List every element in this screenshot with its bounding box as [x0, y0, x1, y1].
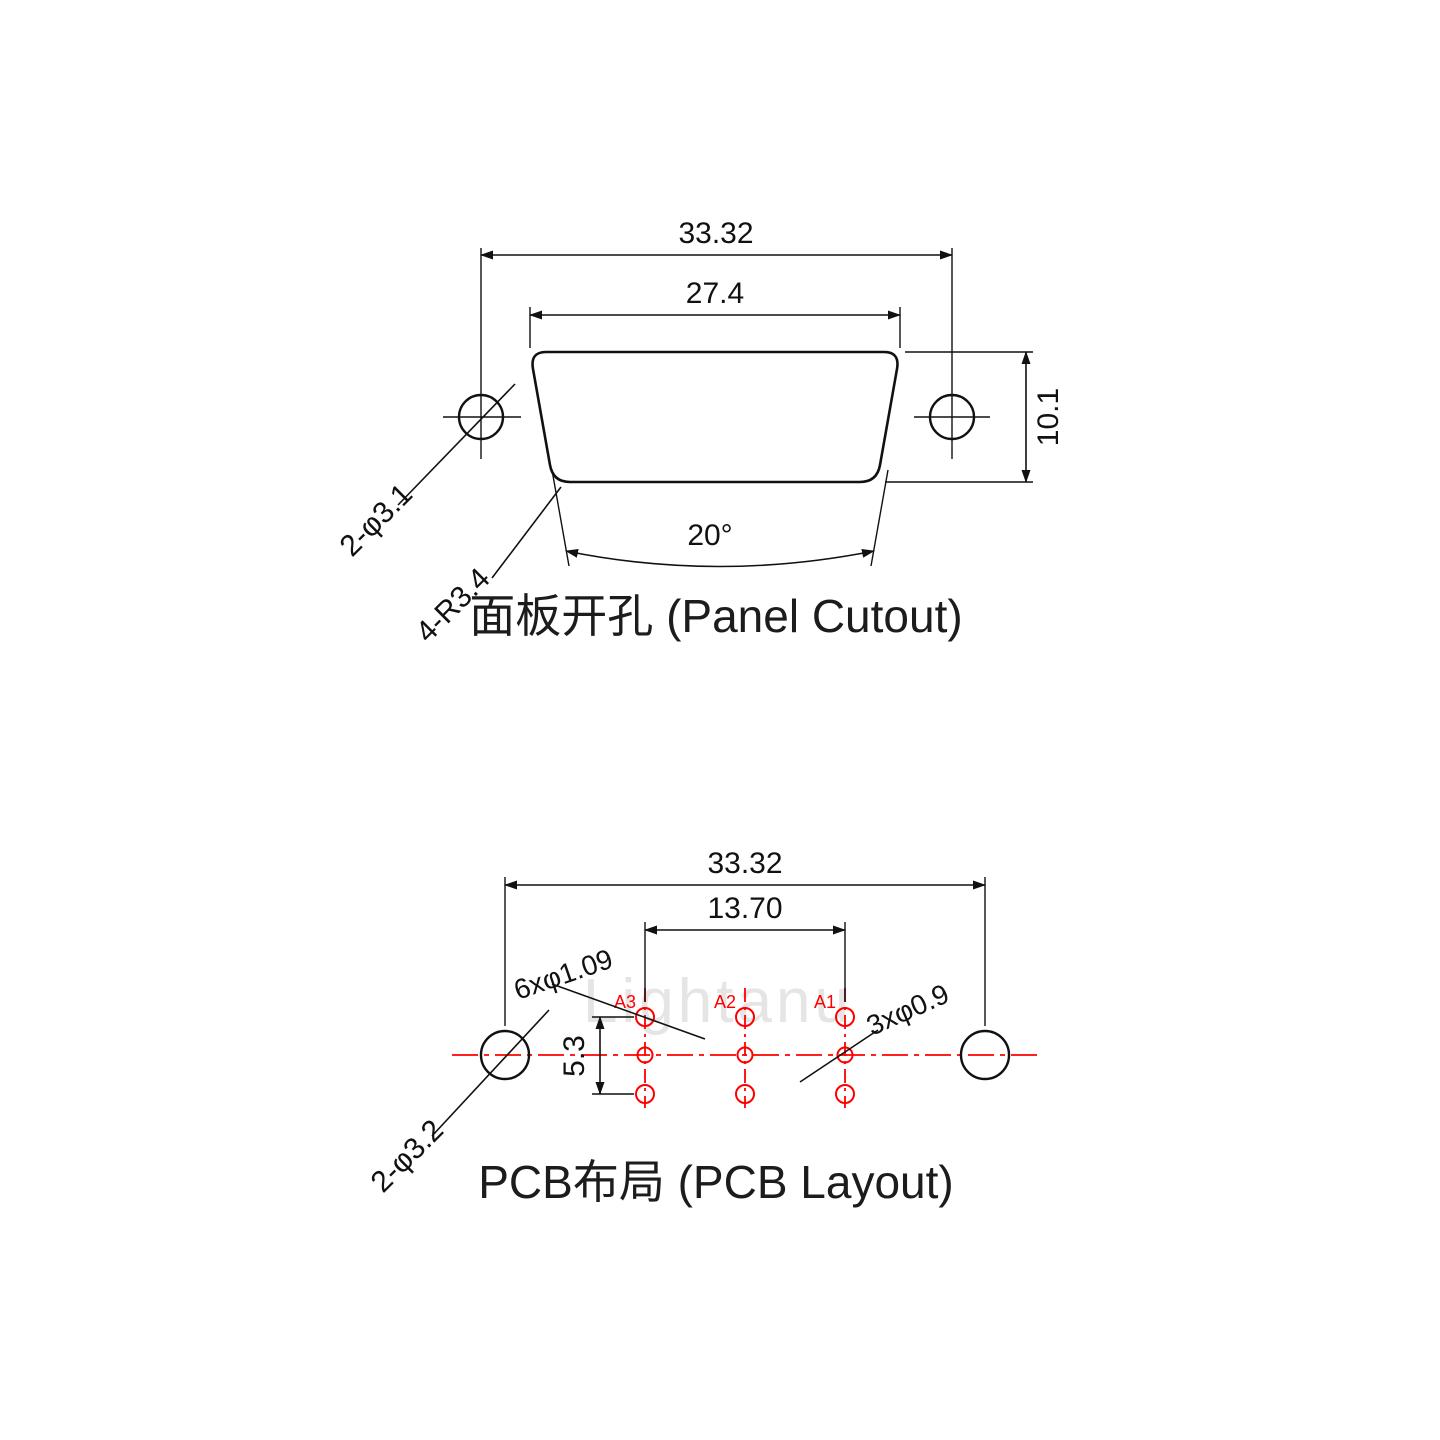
pin-hole-top: [835, 1007, 855, 1027]
pin-hole-top: [635, 1007, 655, 1027]
dsub-cutout-outline: [531, 350, 899, 484]
panel-leader-mount-holes: 2-φ3.1: [334, 383, 516, 563]
leader-line: [431, 1009, 550, 1137]
panel-dim-outer-width: 33.32: [480, 217, 953, 459]
panel-dim-inner-width: 27.4: [529, 277, 901, 348]
angle-arc: [565, 548, 875, 568]
panel-cutout-drawing: 33.32 27.4 10.1 20° 2-φ3.1: [334, 217, 1065, 649]
dim-value-row-pitch: 5.3: [558, 1035, 591, 1077]
pin-hole-bottom: [835, 1084, 855, 1104]
panel-cutout-title: 面板开孔 (Panel Cutout): [469, 590, 962, 642]
watermark-text: Lightanu: [583, 967, 853, 1036]
pin-label-a1: A1: [814, 992, 836, 1012]
pcb-dim-row-pitch: 5.3: [558, 1016, 634, 1095]
label-mount-holes: 2-φ3.1: [334, 478, 419, 563]
pin-hole-middle: [736, 1046, 754, 1064]
pin-group-a3: A3: [614, 988, 655, 1108]
pin-hole-middle: [836, 1046, 854, 1064]
leader-line: [491, 486, 562, 579]
dim-value-inner-width: 27.4: [686, 277, 744, 310]
leader-line: [397, 383, 516, 506]
label-center-holes: 3xφ0.9: [862, 978, 954, 1042]
label-mount-holes: 2-φ3.2: [365, 1114, 450, 1199]
pin-group-a2: A2: [714, 988, 755, 1108]
dim-value-angle: 20°: [687, 519, 732, 552]
pin-hole-middle: [636, 1046, 654, 1064]
pin-hole-bottom: [735, 1084, 755, 1104]
pcb-layout-title: PCB布局 (PCB Layout): [478, 1156, 953, 1208]
leader-line: [551, 983, 706, 1040]
panel-dim-angle: 20°: [551, 469, 889, 568]
pcb-mount-hole-left: [479, 1029, 531, 1081]
pin-group-a1: A1: [814, 988, 855, 1108]
pin-hole-top: [735, 1007, 755, 1027]
panel-dim-height: 10.1: [885, 351, 1065, 483]
pin-label-a2: A2: [714, 992, 736, 1012]
pcb-mount-hole-right: [959, 1029, 1011, 1081]
leader-line: [799, 1029, 879, 1083]
dim-value-height: 10.1: [1032, 388, 1065, 446]
pcb-dim-outer-width: 33.32: [504, 847, 986, 1026]
pin-hole-bottom: [635, 1084, 655, 1104]
pcb-dim-pin-span: 13.70: [644, 892, 846, 1002]
dim-value-outer-width: 33.32: [678, 217, 753, 250]
dim-value-outer-width: 33.32: [707, 847, 782, 880]
dim-value-pin-span: 13.70: [707, 892, 782, 925]
pin-label-a3: A3: [614, 992, 636, 1012]
